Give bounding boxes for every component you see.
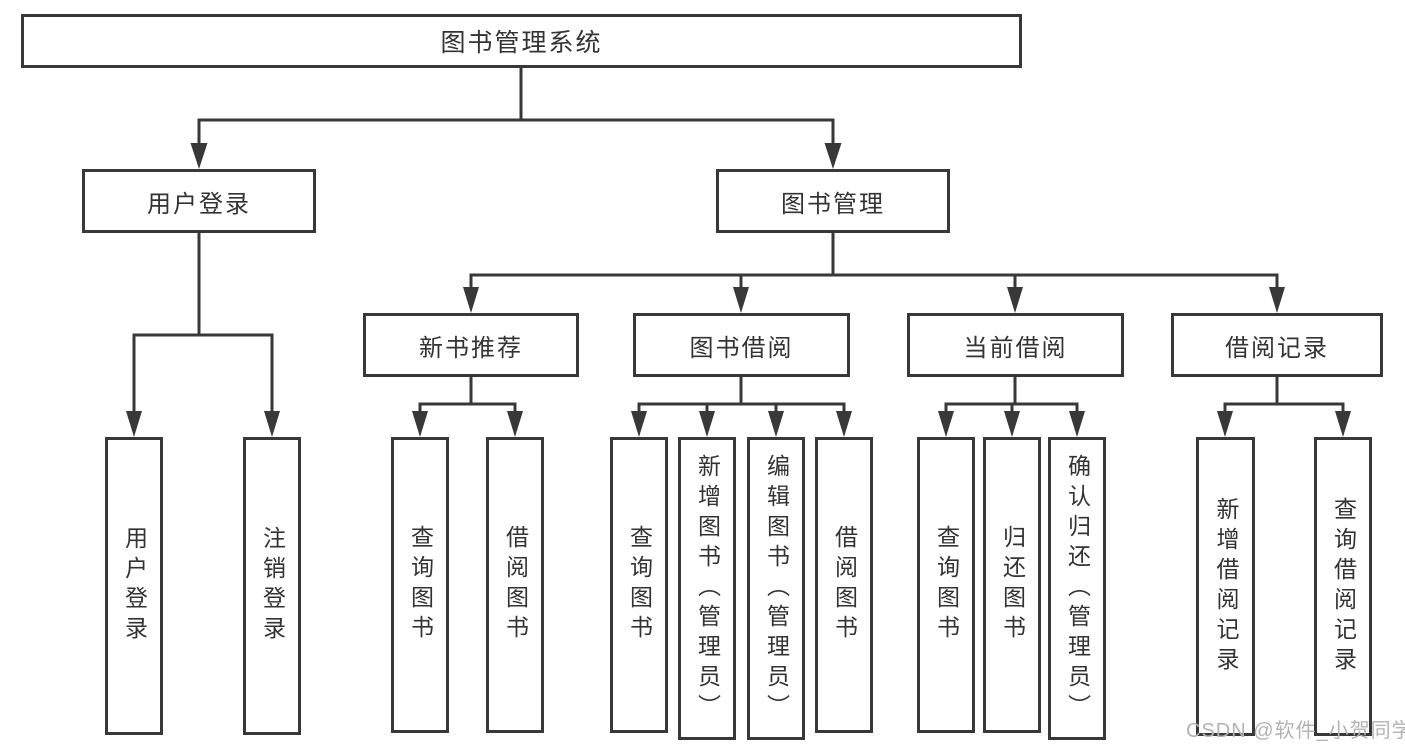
node-label: 用户登录 — [121, 526, 148, 646]
node-label: 借阅图书 — [502, 525, 529, 645]
node-label: 图书管理 — [781, 190, 885, 218]
node-current-borrow: 当前借阅 — [907, 313, 1124, 377]
leaf-bb-edit-books-admin: 编辑图书（管理员） — [747, 437, 805, 740]
csdn-watermark: CSDN @软件_小贺同学 — [1186, 720, 1405, 742]
leaf-user-login: 用户登录 — [105, 437, 163, 735]
node-root-library-system: 图书管理系统 — [21, 14, 1022, 68]
node-book-borrow: 图书借阅 — [633, 313, 850, 377]
node-label: 图书管理系统 — [440, 29, 603, 57]
node-label: 查询图书 — [933, 525, 960, 645]
leaf-bb-query-books: 查询图书 — [610, 437, 668, 733]
leaf-bb-borrow-books: 借阅图书 — [815, 437, 873, 733]
leaf-br-query-record: 查询借阅记录 — [1314, 437, 1372, 736]
leaf-br-add-record: 新增借阅记录 — [1196, 437, 1255, 736]
node-label: 用户登录 — [147, 190, 251, 218]
leaf-cb-return-books: 归还图书 — [983, 437, 1041, 733]
node-label: 新增图书（管理员） — [694, 453, 721, 724]
node-label: 查询借阅记录 — [1330, 496, 1357, 677]
leaf-cb-query-books: 查询图书 — [917, 437, 975, 733]
node-label: 当前借阅 — [963, 334, 1068, 362]
leaf-rec-query-books: 查询图书 — [391, 437, 449, 733]
node-book-management: 图书管理 — [716, 169, 950, 233]
node-label: 图书借阅 — [689, 334, 794, 362]
node-label: 新增借阅记录 — [1213, 496, 1239, 677]
node-label: 注销登录 — [259, 526, 286, 646]
node-label: 编辑图书（管理员） — [763, 453, 790, 724]
node-user-login: 用户登录 — [82, 169, 316, 233]
node-label: 查询图书 — [407, 525, 434, 645]
node-label: 归还图书 — [999, 525, 1026, 645]
node-new-book-recommend: 新书推荐 — [363, 313, 579, 377]
node-borrow-records: 借阅记录 — [1171, 313, 1383, 377]
node-label: 借阅图书 — [831, 525, 858, 645]
node-label: 查询图书 — [626, 525, 653, 645]
leaf-cb-confirm-return-admin: 确认归还（管理员） — [1048, 437, 1106, 740]
leaf-logout: 注销登录 — [243, 437, 301, 735]
leaf-bb-add-books-admin: 新增图书（管理员） — [678, 437, 736, 740]
leaf-rec-borrow-books: 借阅图书 — [486, 437, 544, 733]
node-label: 确认归还（管理员） — [1064, 453, 1091, 724]
node-label: 新书推荐 — [419, 334, 523, 362]
node-label: 借阅记录 — [1225, 334, 1329, 362]
